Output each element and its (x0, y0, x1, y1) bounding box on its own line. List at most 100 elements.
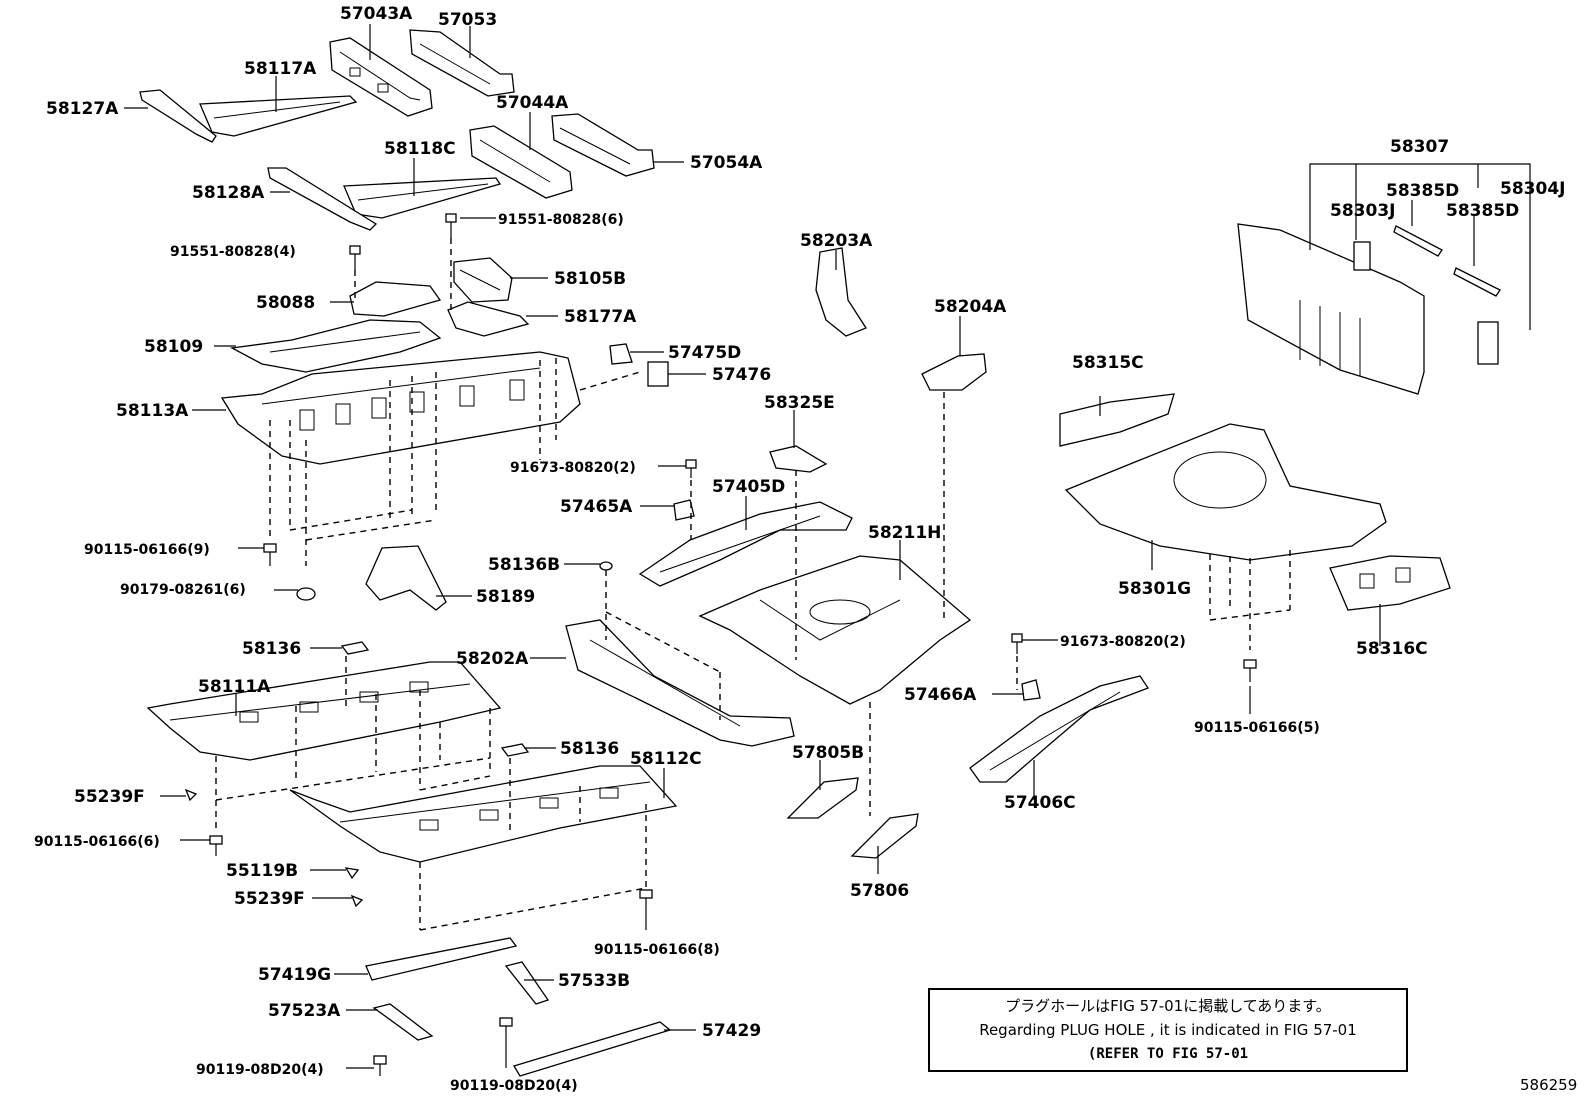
bolt-91673-80820-2-a (685, 459, 697, 478)
part-57476 (647, 361, 669, 387)
label-58204A: 58204A (934, 297, 1007, 317)
figure-id: 586259 (1520, 1076, 1578, 1094)
leader-lines (124, 24, 1531, 1069)
label-91673-80820-2-a: 91673-80820(2) (510, 460, 636, 476)
label-91551-80828-4: 91551-80828(4) (170, 244, 296, 260)
label-58303J: 58303J (1330, 201, 1395, 221)
plug-55239F-a (184, 788, 198, 802)
note-japanese: プラグホールはFIG 57-01に掲載してあります。 (1005, 997, 1331, 1015)
part-58211H (698, 555, 972, 705)
part-58136-b (500, 743, 530, 757)
part-58203A (815, 247, 867, 337)
part-58307 (1237, 223, 1425, 395)
label-57419G: 57419G (258, 965, 331, 985)
label-57476: 57476 (712, 365, 771, 385)
part-58316C (1329, 555, 1451, 611)
label-58211H: 58211H (868, 523, 941, 543)
part-57054A (551, 113, 655, 177)
bolt-90115-06166-8 (639, 889, 653, 912)
label-57043A: 57043A (340, 4, 413, 24)
label-57533B: 57533B (558, 971, 630, 991)
part-58304J (1477, 321, 1499, 365)
part-57466A (1021, 679, 1041, 701)
bolt-90115-06166-6 (209, 835, 223, 856)
part-58127A (139, 89, 217, 143)
part-58385D-a (1393, 225, 1443, 257)
label-91673-80820-2-b: 91673-80820(2) (1060, 634, 1186, 650)
label-58316C: 58316C (1356, 639, 1428, 659)
label-57475D: 57475D (668, 343, 741, 363)
label-58088: 58088 (256, 293, 315, 313)
label-90119-08D20-4-b: 90119-08D20(4) (450, 1078, 578, 1094)
part-58118C (343, 177, 502, 219)
part-58202A (565, 619, 795, 747)
label-58136-b: 58136 (560, 739, 619, 759)
part-57419G (365, 937, 518, 981)
plug-hole-note: プラグホールはFIG 57-01に掲載してあります。 Regarding PLU… (928, 988, 1408, 1072)
bolt-91551-80828-4 (349, 245, 361, 270)
label-58189: 58189 (476, 587, 535, 607)
label-57806: 57806 (850, 881, 909, 901)
label-58113A: 58113A (116, 401, 189, 421)
bolt-90115-06166-5 (1243, 659, 1257, 682)
plug-55119B (344, 867, 360, 880)
part-57465A (673, 499, 695, 521)
bolt-90119-08D20-4-b (499, 1017, 513, 1040)
label-57805B: 57805B (792, 743, 864, 763)
part-57043A (329, 37, 433, 117)
part-57053 (409, 29, 515, 97)
note-reference: (REFER TO FIG 57-01 (1087, 1046, 1249, 1062)
part-58315C (1059, 393, 1175, 447)
label-57054A: 57054A (690, 153, 763, 173)
bolt-91673-80820-2-b (1011, 633, 1023, 654)
label-58315C: 58315C (1072, 353, 1144, 373)
label-57044A: 57044A (496, 93, 569, 113)
part-58204A (921, 353, 987, 391)
label-91551-80828-6: 91551-80828(6) (498, 212, 624, 228)
part-57475D (609, 343, 633, 365)
label-90119-08D20-4-a: 90119-08D20(4) (196, 1062, 324, 1078)
part-57405D (638, 501, 853, 587)
bolt-90115-06166-9 (263, 543, 277, 566)
label-55119B: 55119B (226, 861, 298, 881)
label-58127A: 58127A (46, 99, 119, 119)
part-58385D-b (1453, 267, 1501, 297)
label-58117A: 58117A (244, 59, 317, 79)
label-57406C: 57406C (1004, 793, 1076, 813)
label-58111A: 58111A (198, 677, 271, 697)
part-58105B (453, 257, 513, 303)
label-58109: 58109 (144, 337, 203, 357)
plug-55239F-b (350, 894, 364, 908)
label-58385D-a: 58385D (1386, 181, 1459, 201)
part-58303J (1353, 241, 1371, 271)
label-57053: 57053 (438, 10, 497, 30)
label-58112C: 58112C (630, 749, 702, 769)
part-58177A (447, 301, 530, 337)
dashed-assembly-lines (215, 238, 1291, 931)
nut-90179-08261-6 (296, 587, 316, 601)
label-90115-06166-9: 90115-06166(9) (84, 542, 210, 558)
bolt-91551-80828-6 (445, 213, 457, 238)
label-58301G: 58301G (1118, 579, 1191, 599)
label-58325E: 58325E (764, 393, 835, 413)
label-90115-06166-6: 90115-06166(6) (34, 834, 160, 850)
label-57466A: 57466A (904, 685, 977, 705)
label-58136B: 58136B (488, 555, 560, 575)
part-57044A (469, 125, 573, 199)
part-58136-a (340, 641, 370, 655)
part-57533B (504, 961, 550, 1005)
part-57406C (969, 675, 1149, 783)
part-58113A (220, 351, 581, 465)
label-58177A: 58177A (564, 307, 637, 327)
part-58117A (199, 95, 358, 137)
label-58128A: 58128A (192, 183, 265, 203)
label-90179-08261-6: 90179-08261(6) (120, 582, 246, 598)
label-58203A: 58203A (800, 231, 873, 251)
part-58136B (599, 561, 613, 571)
label-57523A: 57523A (268, 1001, 341, 1021)
bolt-90119-08D20-4-a (373, 1055, 387, 1076)
label-90115-06166-5: 90115-06166(5) (1194, 720, 1320, 736)
part-57523A (372, 1003, 434, 1041)
